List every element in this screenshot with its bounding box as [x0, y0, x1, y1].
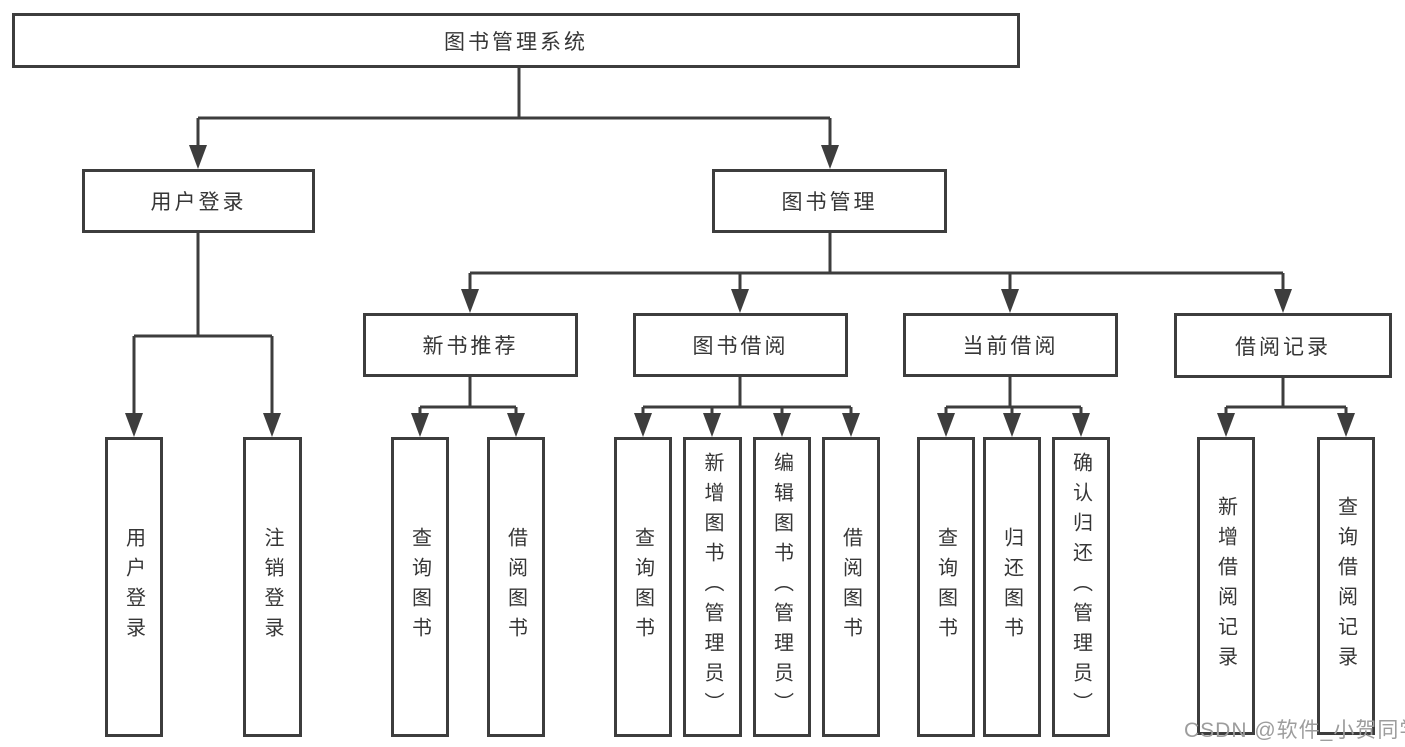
arrowhead [1337, 413, 1355, 437]
leaf-query-books-2: 查询图书 [614, 437, 672, 737]
node-book-management: 图书管理 [712, 169, 947, 233]
leaf-borrow-books-2-label: 借阅图书 [839, 527, 862, 647]
leaf-borrow-books-1: 借阅图书 [487, 437, 545, 737]
arrowhead [1072, 413, 1090, 437]
arrowhead [1274, 289, 1292, 313]
node-book-management-label: 图书管理 [781, 191, 878, 214]
arrowhead [125, 413, 143, 437]
leaf-user-login-label: 用户登录 [122, 527, 145, 647]
leaf-query-books-3: 查询图书 [917, 437, 975, 737]
leaf-query-books-1: 查询图书 [391, 437, 449, 737]
arrowhead [731, 289, 749, 313]
arrowhead [1001, 289, 1019, 313]
leaf-add-borrow-record: 新增借阅记录 [1197, 437, 1255, 735]
node-current-borrow: 当前借阅 [903, 313, 1118, 377]
leaf-edit-book-admin: 编辑图书（管理员） [753, 437, 811, 737]
leaf-add-borrow-record-label: 新增借阅记录 [1214, 496, 1237, 676]
arrowhead [507, 413, 525, 437]
arrowhead [263, 413, 281, 437]
leaf-user-login: 用户登录 [105, 437, 163, 737]
arrowhead [703, 413, 721, 437]
arrowhead [773, 413, 791, 437]
node-new-book-recommend: 新书推荐 [363, 313, 578, 377]
leaf-borrow-books-1-label: 借阅图书 [504, 527, 527, 647]
node-root-label: 图书管理系统 [444, 30, 588, 54]
node-root: 图书管理系统 [12, 13, 1020, 68]
arrowhead [411, 413, 429, 437]
leaf-return-book: 归还图书 [983, 437, 1041, 737]
node-borrow-records-label: 借阅记录 [1235, 335, 1331, 359]
leaf-query-books-2-label: 查询图书 [631, 527, 654, 647]
leaf-query-books-3-label: 查询图书 [934, 527, 957, 647]
arrowhead [1003, 413, 1021, 437]
node-user-login-label: 用户登录 [150, 191, 247, 214]
leaf-add-book-admin-label: 新增图书（管理员） [701, 452, 723, 722]
leaf-borrow-books-2: 借阅图书 [822, 437, 880, 737]
csdn-watermark: CSDN @软件_小贺同学 [1184, 719, 1405, 742]
node-current-borrow-label: 当前借阅 [962, 335, 1059, 358]
arrowhead [189, 145, 207, 169]
leaf-add-book-admin: 新增图书（管理员） [683, 437, 742, 737]
node-borrow-records: 借阅记录 [1174, 313, 1392, 378]
node-user-login: 用户登录 [82, 169, 315, 233]
leaf-confirm-return-admin-label: 确认归还（管理员） [1069, 452, 1092, 722]
leaf-query-books-1-label: 查询图书 [408, 527, 431, 647]
leaf-return-book-label: 归还图书 [1000, 527, 1023, 647]
arrowhead [937, 413, 955, 437]
node-book-borrow-label: 图书借阅 [692, 335, 789, 358]
leaf-logout: 注销登录 [243, 437, 302, 737]
arrowhead [634, 413, 652, 437]
leaf-edit-book-admin-label: 编辑图书（管理员） [770, 452, 793, 722]
arrowhead [821, 145, 839, 169]
node-new-book-recommend-label: 新书推荐 [422, 335, 519, 358]
arrowhead [461, 289, 479, 313]
arrowhead [1217, 413, 1235, 437]
node-book-borrow: 图书借阅 [633, 313, 848, 377]
leaf-confirm-return-admin: 确认归还（管理员） [1052, 437, 1110, 737]
leaf-logout-label: 注销登录 [261, 527, 283, 647]
arrowhead [842, 413, 860, 437]
leaf-query-borrow-record-label: 查询借阅记录 [1334, 496, 1357, 676]
leaf-query-borrow-record: 查询借阅记录 [1317, 437, 1375, 735]
